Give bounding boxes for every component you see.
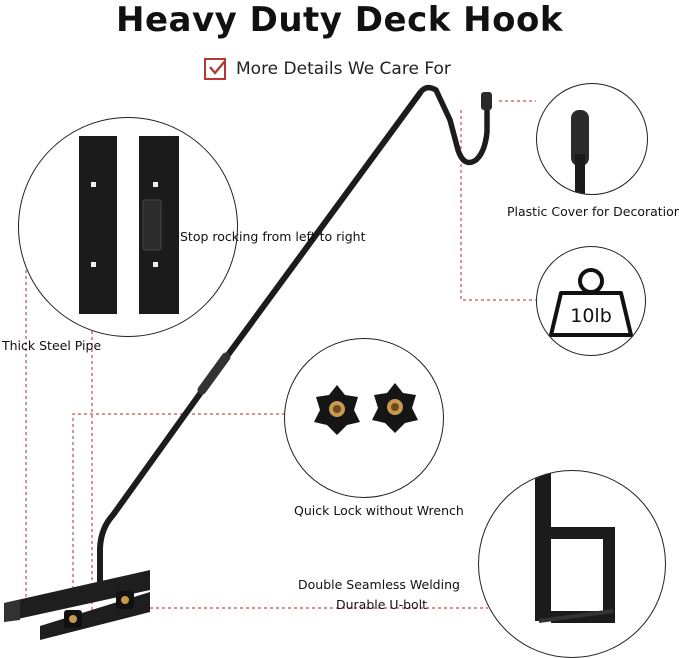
subtitle-row: More Details We Care For [204,56,451,82]
hook-pole [97,84,492,588]
thick-pipe-label: Thick Steel Pipe [2,338,102,353]
weight-icon [549,268,633,337]
ubolt-label: Durable U-bolt [336,597,428,612]
knob-detail-circle [284,338,444,498]
weight-circle: 10lb [536,246,646,356]
page-title: Heavy Duty Deck Hook [116,0,563,40]
pipe-detail-circle [18,117,238,337]
ubolt-detail-circle [478,470,666,658]
checkbox-checked-icon [204,58,226,80]
cover-detail-circle [536,83,648,195]
deck-base [4,570,150,640]
quick-lock-label: Quick Lock without Wrench [294,503,464,518]
subtitle-text: More Details We Care For [236,59,451,79]
welding-label: Double Seamless Welding [298,577,460,592]
stop-rocking-label: Stop rocking from left to right [180,229,366,244]
weight-value: 10lb [570,305,612,327]
plastic-cover-label: Plastic Cover for Decoration [507,204,679,219]
